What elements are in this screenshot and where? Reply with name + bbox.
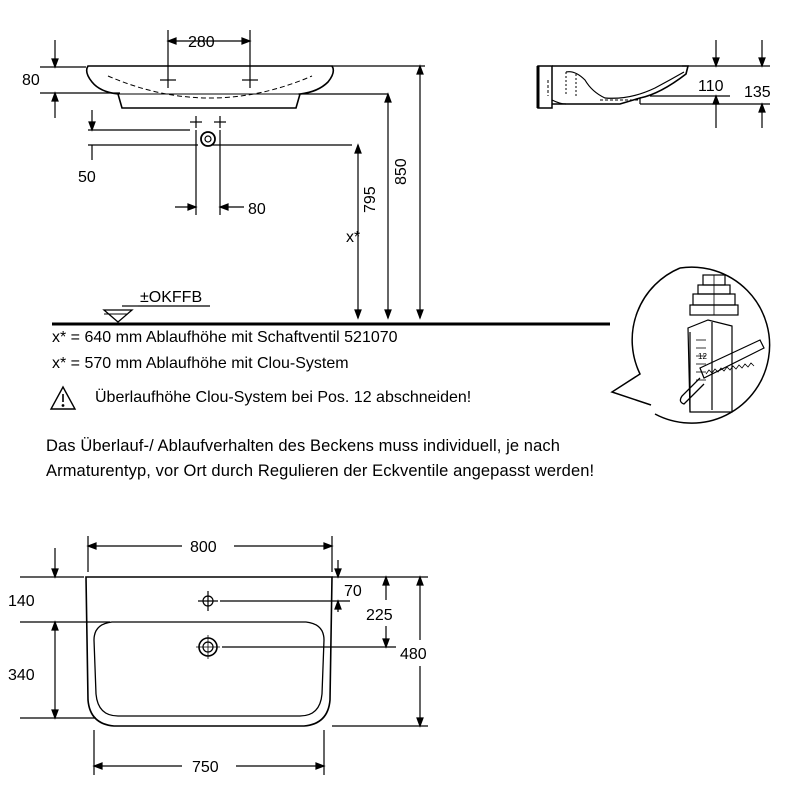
label-waste-offset: 80 <box>248 201 266 218</box>
dim-waste-height <box>88 110 198 160</box>
note-clou-system: x* = 570 mm Ablaufhöhe mit Clou-System <box>52 355 349 372</box>
label-top-340: 340 <box>8 667 35 684</box>
detail-callout <box>610 266 771 424</box>
dim-tap-spacing <box>166 30 252 72</box>
label-795: 795 <box>362 186 379 213</box>
side-view-basin <box>536 65 690 109</box>
label-tap-spacing: 280 <box>188 34 215 51</box>
label-top-width: 800 <box>190 539 217 556</box>
tap-hole-top <box>198 591 218 611</box>
label-side-135: 135 <box>744 84 771 101</box>
label-x-star: x* <box>346 229 360 246</box>
label-top-480: 480 <box>400 646 427 663</box>
dim-bowl-width <box>92 730 326 775</box>
waste-hole-top <box>196 635 220 659</box>
dim-right-heights <box>220 560 428 728</box>
tap-hole-right <box>242 72 258 88</box>
front-view-basin <box>85 65 335 109</box>
label-side-110: 110 <box>698 78 724 95</box>
dim-top-width <box>86 536 334 572</box>
label-top-70: 70 <box>344 583 362 600</box>
paragraph-line-2: Armaturentyp, vor Ort durch Regulieren d… <box>46 462 595 480</box>
label-bowl-width: 750 <box>192 759 219 776</box>
overflow-pipe-icon <box>687 319 733 413</box>
label-top-225: 225 <box>366 607 393 624</box>
label-floor-level: ±OKFFB <box>140 289 202 306</box>
note-warning: Überlaufhöhe Clou-System bei Pos. 12 abs… <box>95 389 472 406</box>
label-rim-height: 80 <box>22 72 40 89</box>
dim-left-heights <box>20 548 110 720</box>
dim-rim-height <box>40 40 120 118</box>
waste-valves <box>88 116 226 147</box>
top-view-basin <box>85 576 333 727</box>
dim-side-heights <box>640 40 770 128</box>
dim-waste-offset <box>175 130 244 215</box>
label-850: 850 <box>393 158 410 185</box>
warning-icon <box>49 385 77 410</box>
paragraph-line-1: Das Überlauf-/ Ablaufverhalten des Becke… <box>46 437 560 455</box>
saw-icon <box>679 339 765 405</box>
label-top-140: 140 <box>8 593 35 610</box>
tap-hole-left <box>160 72 176 88</box>
note-shaft-valve: x* = 640 mm Ablaufhöhe mit Schaftventil … <box>52 329 398 346</box>
floor-line <box>52 305 610 326</box>
label-detail-marker: 12 <box>698 352 707 361</box>
overflow-cap-icon <box>689 274 739 316</box>
label-waste-height: 50 <box>78 169 96 186</box>
dim-height-lines <box>212 64 425 320</box>
